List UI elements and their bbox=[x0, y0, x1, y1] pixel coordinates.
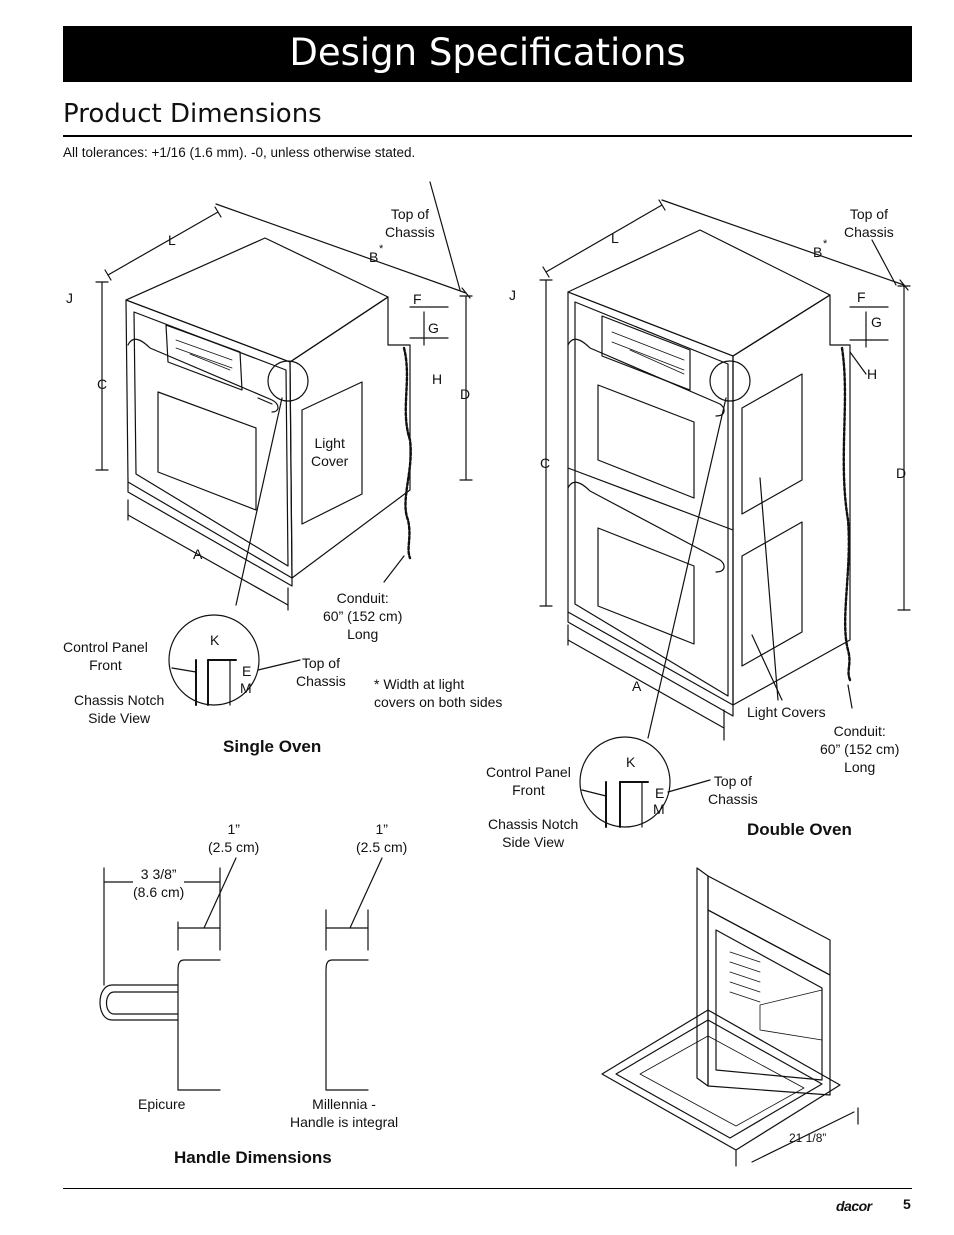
single-conduit-label: Conduit: 60” (152 cm) Long bbox=[323, 590, 403, 642]
tolerance-note: All tolerances: +1/16 (1.6 mm). -0, unle… bbox=[63, 145, 416, 160]
double-chassis-notch: Chassis Notch Side View bbox=[488, 816, 579, 850]
single-dim-C: C bbox=[97, 376, 108, 392]
single-detail-M: M bbox=[240, 680, 252, 696]
title-banner: Design Specifications bbox=[63, 26, 912, 82]
single-detail-K: K bbox=[210, 632, 220, 648]
double-dim-B: B bbox=[813, 244, 823, 260]
single-dim-D: D bbox=[460, 386, 471, 402]
double-dim-D: D bbox=[896, 465, 907, 481]
millennia-label: Millennia - Handle is integral bbox=[290, 1096, 399, 1130]
single-dim-B-asterisk: * bbox=[379, 243, 384, 255]
double-oven-drawing bbox=[539, 199, 911, 828]
double-dim-L: L bbox=[611, 230, 619, 246]
double-detail-E: E bbox=[655, 785, 665, 801]
single-oven-caption: Single Oven bbox=[223, 737, 322, 756]
single-dim-B: B bbox=[369, 249, 379, 265]
epicure-depth-dim: 3 3/8” (8.6 cm) bbox=[133, 865, 185, 901]
double-top-of-chassis: Top of Chassis bbox=[844, 206, 894, 240]
double-oven-caption: Double Oven bbox=[747, 820, 852, 839]
double-control-panel-front: Control Panel Front bbox=[486, 764, 571, 798]
page-number: 5 bbox=[903, 1196, 911, 1212]
single-dim-A: A bbox=[193, 546, 203, 562]
single-top-of-chassis: Top of Chassis bbox=[385, 206, 435, 240]
millennia-width-dim: 1” (2.5 cm) bbox=[356, 821, 408, 855]
single-oven-drawing bbox=[95, 181, 473, 706]
double-dim-F: F bbox=[857, 289, 866, 305]
double-conduit-label: Conduit: 60” (152 cm) Long bbox=[820, 723, 900, 775]
double-dim-G: G bbox=[871, 314, 882, 330]
handle-dimensions-caption: Handle Dimensions bbox=[174, 1148, 332, 1167]
width-note: * Width at light covers on both sides bbox=[374, 676, 503, 710]
section-title: Product Dimensions bbox=[63, 99, 322, 129]
single-dim-L: L bbox=[168, 232, 176, 248]
single-chassis-notch: Chassis Notch Side View bbox=[74, 692, 165, 726]
footer-divider bbox=[63, 1188, 912, 1189]
single-dim-J: J bbox=[66, 290, 73, 306]
open-oven-drawing bbox=[601, 867, 859, 1167]
single-light-cover-label: Light Cover bbox=[311, 435, 349, 469]
single-detail-top-of-chassis: Top of Chassis bbox=[296, 655, 346, 689]
door-dimension: 21 1/8” bbox=[789, 1131, 827, 1145]
double-dim-C: C bbox=[540, 455, 551, 471]
single-control-panel-front: Control Panel Front bbox=[63, 639, 148, 673]
single-dim-H: H bbox=[432, 371, 443, 387]
epicure-label: Epicure bbox=[138, 1096, 186, 1112]
double-detail-top-of-chassis: Top of Chassis bbox=[708, 773, 758, 807]
single-dim-G: G bbox=[428, 320, 439, 336]
epicure-width-dim: 1” (2.5 cm) bbox=[208, 821, 260, 855]
section-divider bbox=[63, 135, 912, 137]
double-detail-K: K bbox=[626, 754, 636, 770]
double-dim-H: H bbox=[867, 366, 878, 382]
single-detail-E: E bbox=[242, 663, 252, 679]
double-dim-B-asterisk: * bbox=[823, 238, 828, 250]
single-dim-F: F bbox=[413, 291, 422, 307]
page-title: Design Specifications bbox=[289, 31, 686, 74]
double-detail-M: M bbox=[653, 801, 665, 817]
double-dim-J: J bbox=[509, 287, 516, 303]
light-covers-label: Light Covers bbox=[747, 704, 826, 720]
double-dim-A: A bbox=[632, 678, 642, 694]
brand-logo: dacor bbox=[836, 1198, 872, 1214]
